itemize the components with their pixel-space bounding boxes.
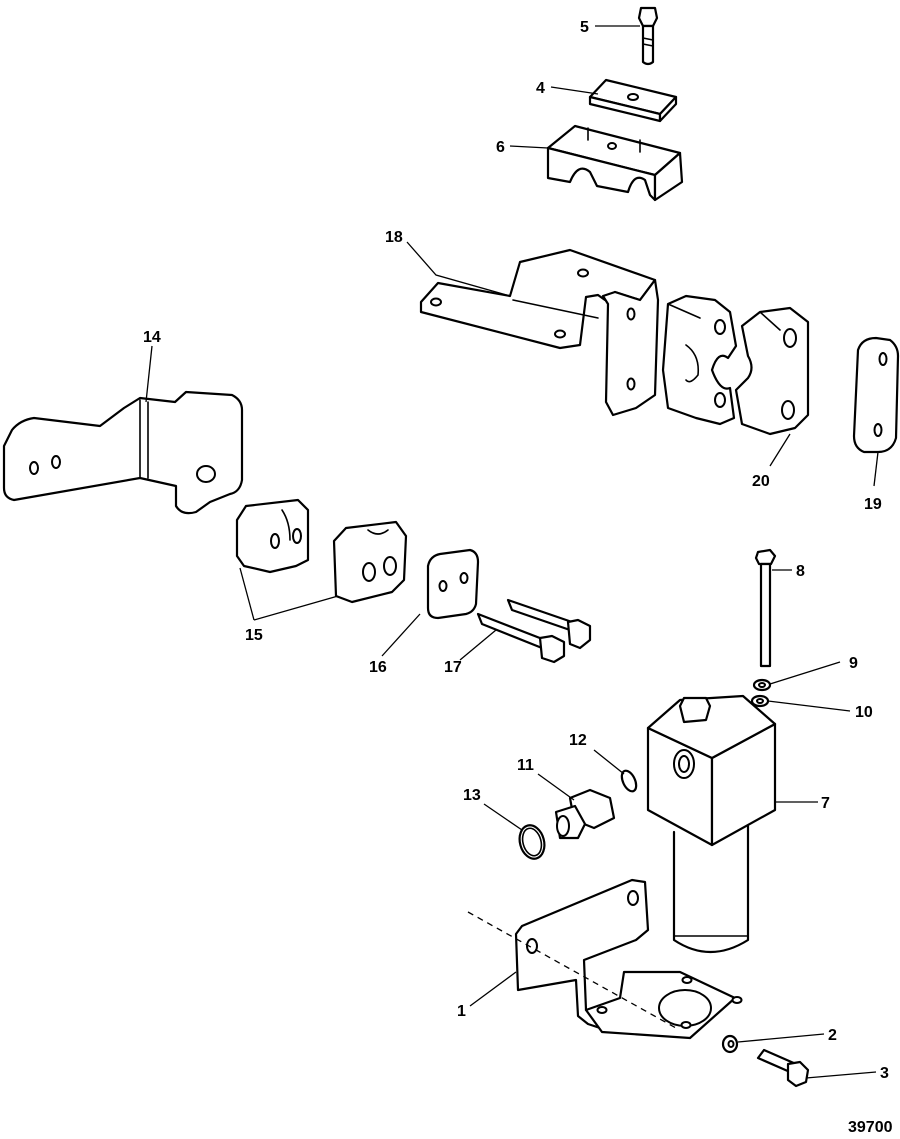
part-17-bolt-lower xyxy=(476,612,566,664)
part-2-washer xyxy=(721,1034,739,1054)
leader-11 xyxy=(537,773,575,801)
callout-17: 17 xyxy=(444,659,462,676)
leader-19 xyxy=(873,451,879,487)
leader-2 xyxy=(737,1033,825,1043)
part-5-bolt xyxy=(637,6,659,66)
part-19-plate xyxy=(852,336,900,454)
leader-4 xyxy=(550,86,599,95)
callout-5: 5 xyxy=(580,19,589,36)
callout-2: 2 xyxy=(828,1027,837,1044)
leader-3 xyxy=(805,1071,877,1079)
callout-7: 7 xyxy=(821,795,830,812)
part-16-plate xyxy=(426,548,480,620)
alignment-dashed-line xyxy=(467,911,677,1029)
leader-18 xyxy=(406,241,511,297)
leader-10 xyxy=(767,700,851,712)
part-6-clamp-block xyxy=(546,124,684,202)
callout-4: 4 xyxy=(536,80,545,97)
callout-16: 16 xyxy=(369,659,387,676)
leader-20 xyxy=(769,433,791,467)
leader-9 xyxy=(769,661,841,685)
part-10-washer xyxy=(750,694,770,708)
part-7-filter-housing xyxy=(646,694,777,954)
part-15-spacer-block-a xyxy=(235,498,310,574)
callout-10: 10 xyxy=(855,704,873,721)
callout-8: 8 xyxy=(796,563,805,580)
callout-3: 3 xyxy=(880,1065,889,1082)
part-1-mounting-bracket xyxy=(514,878,743,1040)
figure-id: 39700 xyxy=(848,1119,893,1136)
callout-14: 14 xyxy=(143,329,161,346)
part-20-clamp-half-a xyxy=(661,294,738,426)
leader-14 xyxy=(145,345,153,403)
leader-15a xyxy=(239,567,255,621)
callout-11: 11 xyxy=(517,757,534,774)
leader-1 xyxy=(469,971,517,1007)
callout-15: 15 xyxy=(245,627,263,644)
part-15-spacer-block-b xyxy=(332,520,408,604)
callout-19: 19 xyxy=(864,496,882,513)
leader-6 xyxy=(509,145,549,149)
callout-20: 20 xyxy=(752,473,770,490)
part-3-bolt xyxy=(756,1048,810,1088)
leader-15b xyxy=(253,595,339,621)
part-8-long-bolt xyxy=(754,548,777,668)
callout-12: 12 xyxy=(569,732,587,749)
part-11-fitting xyxy=(554,788,616,840)
part-4-plate xyxy=(588,78,678,123)
part-20-clamp-half-b xyxy=(734,306,810,436)
leader-16 xyxy=(381,613,421,657)
part-18-bracket xyxy=(419,248,660,417)
leader-13 xyxy=(483,803,523,831)
callout-18: 18 xyxy=(385,229,403,246)
part-12-o-ring xyxy=(620,769,638,793)
leader-12 xyxy=(593,749,625,775)
callout-9: 9 xyxy=(849,655,858,672)
part-9-washer xyxy=(752,678,772,692)
part-14-bracket xyxy=(2,390,244,515)
callout-6: 6 xyxy=(496,139,505,156)
callout-13: 13 xyxy=(463,787,481,804)
leader-17 xyxy=(459,629,497,661)
callout-1: 1 xyxy=(457,1003,466,1020)
part-13-o-ring xyxy=(518,824,546,860)
part-17-bolt-upper xyxy=(506,598,592,650)
